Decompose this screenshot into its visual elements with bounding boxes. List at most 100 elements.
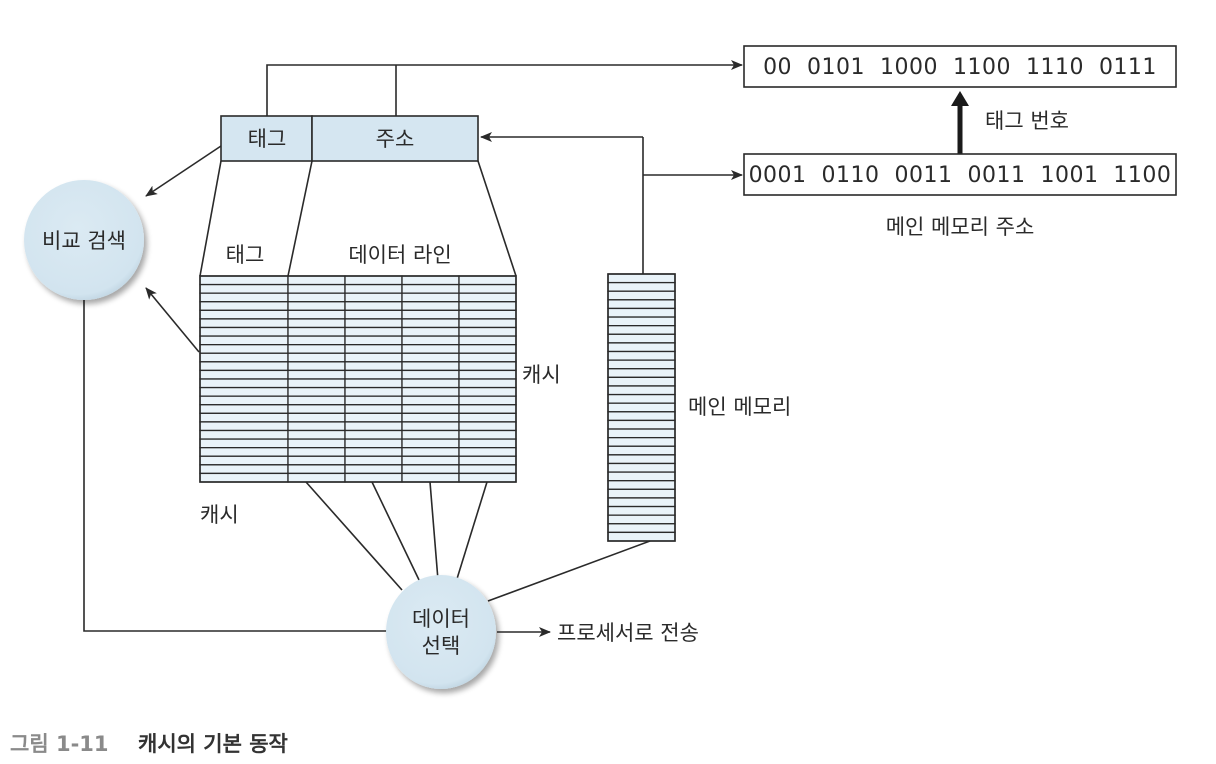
cache-data-cell <box>344 361 403 372</box>
cache-tag-cell <box>199 464 289 475</box>
cache-border <box>199 275 517 483</box>
tag-number-bits: 00 0101 1000 1100 1110 0111 <box>763 55 1157 80</box>
main-memory-row <box>607 273 676 284</box>
cache-data-cell <box>287 464 346 475</box>
cache-data-cell <box>401 447 460 457</box>
cache-row <box>199 283 517 294</box>
cache-data-cell <box>344 275 403 286</box>
cache-data-cell <box>287 344 346 354</box>
cache-data-cell <box>458 361 517 372</box>
cache-tag-cell <box>199 292 289 303</box>
output-label: 프로세서로 전송 <box>557 621 699 645</box>
cache-data-cell <box>401 455 460 466</box>
cache-data-cell <box>458 472 517 483</box>
cache-row <box>199 275 517 286</box>
cache-row <box>199 318 517 329</box>
cache-data-cell <box>401 429 460 440</box>
register-to-compare-arrow <box>145 145 222 197</box>
cache-data-cell <box>458 464 517 475</box>
cache-data-cell <box>344 464 403 475</box>
cache-data-cell <box>401 421 460 432</box>
cache-data-cell <box>287 369 346 380</box>
cache-data-cell <box>458 395 517 406</box>
cache-tag-cell <box>199 275 289 286</box>
cache-data-cell <box>287 301 346 311</box>
cache-data-cell <box>344 369 403 380</box>
cache-data-cell <box>287 412 346 423</box>
main-memory-row <box>607 393 676 404</box>
main-memory-row <box>607 359 676 370</box>
cache-tag-cell <box>199 352 289 363</box>
compare-to-select-connector <box>83 296 390 632</box>
cache-data-cell <box>287 352 346 363</box>
main-memory-row <box>607 299 676 310</box>
cache-data-cell <box>401 318 460 329</box>
cache-data-cell <box>401 395 460 406</box>
cache-tag-cell <box>199 369 289 380</box>
main-memory-row <box>607 462 676 473</box>
cache-tag-column-label: 태그 <box>226 243 265 267</box>
cache-data-cell <box>287 404 346 414</box>
main-memory-row <box>607 514 676 525</box>
cache-tag-cell <box>199 378 289 389</box>
cache-tag-cell <box>199 326 289 337</box>
main-memory-row <box>607 505 676 516</box>
cache-data-cell <box>287 378 346 389</box>
cache-data-cell <box>287 275 346 286</box>
main-memory-row <box>607 480 676 490</box>
cache-data-cell <box>287 438 346 449</box>
data-select-input-lines <box>305 481 651 602</box>
cache-data-cell <box>458 447 517 457</box>
cache-row <box>199 309 517 320</box>
main-memory-row <box>607 325 676 335</box>
cache-data-cell <box>344 421 403 432</box>
cache-data-cell <box>344 283 403 294</box>
cache-data-cell <box>401 438 460 449</box>
main-memory-address-connector <box>480 132 743 274</box>
cache-data-cell <box>344 455 403 466</box>
cache-tag-cell <box>199 412 289 423</box>
cache-row <box>199 292 517 303</box>
main-memory-row <box>607 497 676 508</box>
cache-data-cell <box>344 309 403 320</box>
cache-data-cell <box>401 361 460 372</box>
tag-to-tag-number-connector <box>266 60 743 116</box>
cache-data-cell <box>287 429 346 440</box>
compare-search-node <box>24 180 144 300</box>
cache-data-cell <box>401 404 460 414</box>
main-memory-row <box>607 316 676 327</box>
main-memory-row <box>607 488 676 499</box>
cache-data-line-label: 데이터 라인 <box>348 243 451 267</box>
cache-data-cell <box>287 472 346 483</box>
cache-data-cell <box>401 301 460 311</box>
cache-data-cell <box>458 438 517 449</box>
cache-tag-cell <box>199 404 289 414</box>
cache-data-cell <box>344 395 403 406</box>
cache-tag-cell <box>199 335 289 346</box>
main-memory-address-label: 메인 메모리 주소 <box>886 215 1035 239</box>
cache-data-cell <box>458 378 517 389</box>
main-memory-row <box>607 368 676 379</box>
cache-row <box>199 412 517 423</box>
cache-data-cell <box>344 438 403 449</box>
main-memory-row <box>607 471 676 482</box>
cache-tag-cell <box>199 455 289 466</box>
cache-tag-cell <box>199 318 289 329</box>
cache-data-cell <box>287 361 346 372</box>
main-memory-row <box>607 376 676 387</box>
cache-row <box>199 335 517 346</box>
cache-data-cell <box>344 447 403 457</box>
cache-data-cell <box>458 386 517 397</box>
cache-tag-cell <box>199 301 289 311</box>
main-memory-row <box>607 419 676 430</box>
main-memory-row <box>607 454 676 465</box>
cache-data-cell <box>401 386 460 397</box>
cache-row <box>199 378 517 389</box>
cache-data-cell <box>458 455 517 466</box>
main-memory-row <box>607 411 676 422</box>
cache-data-cell <box>401 309 460 320</box>
tag-number-label: 태그 번호 <box>985 109 1069 133</box>
cache-data-cell <box>287 326 346 337</box>
cache-tag-cell <box>199 438 289 449</box>
cache-row <box>199 438 517 449</box>
